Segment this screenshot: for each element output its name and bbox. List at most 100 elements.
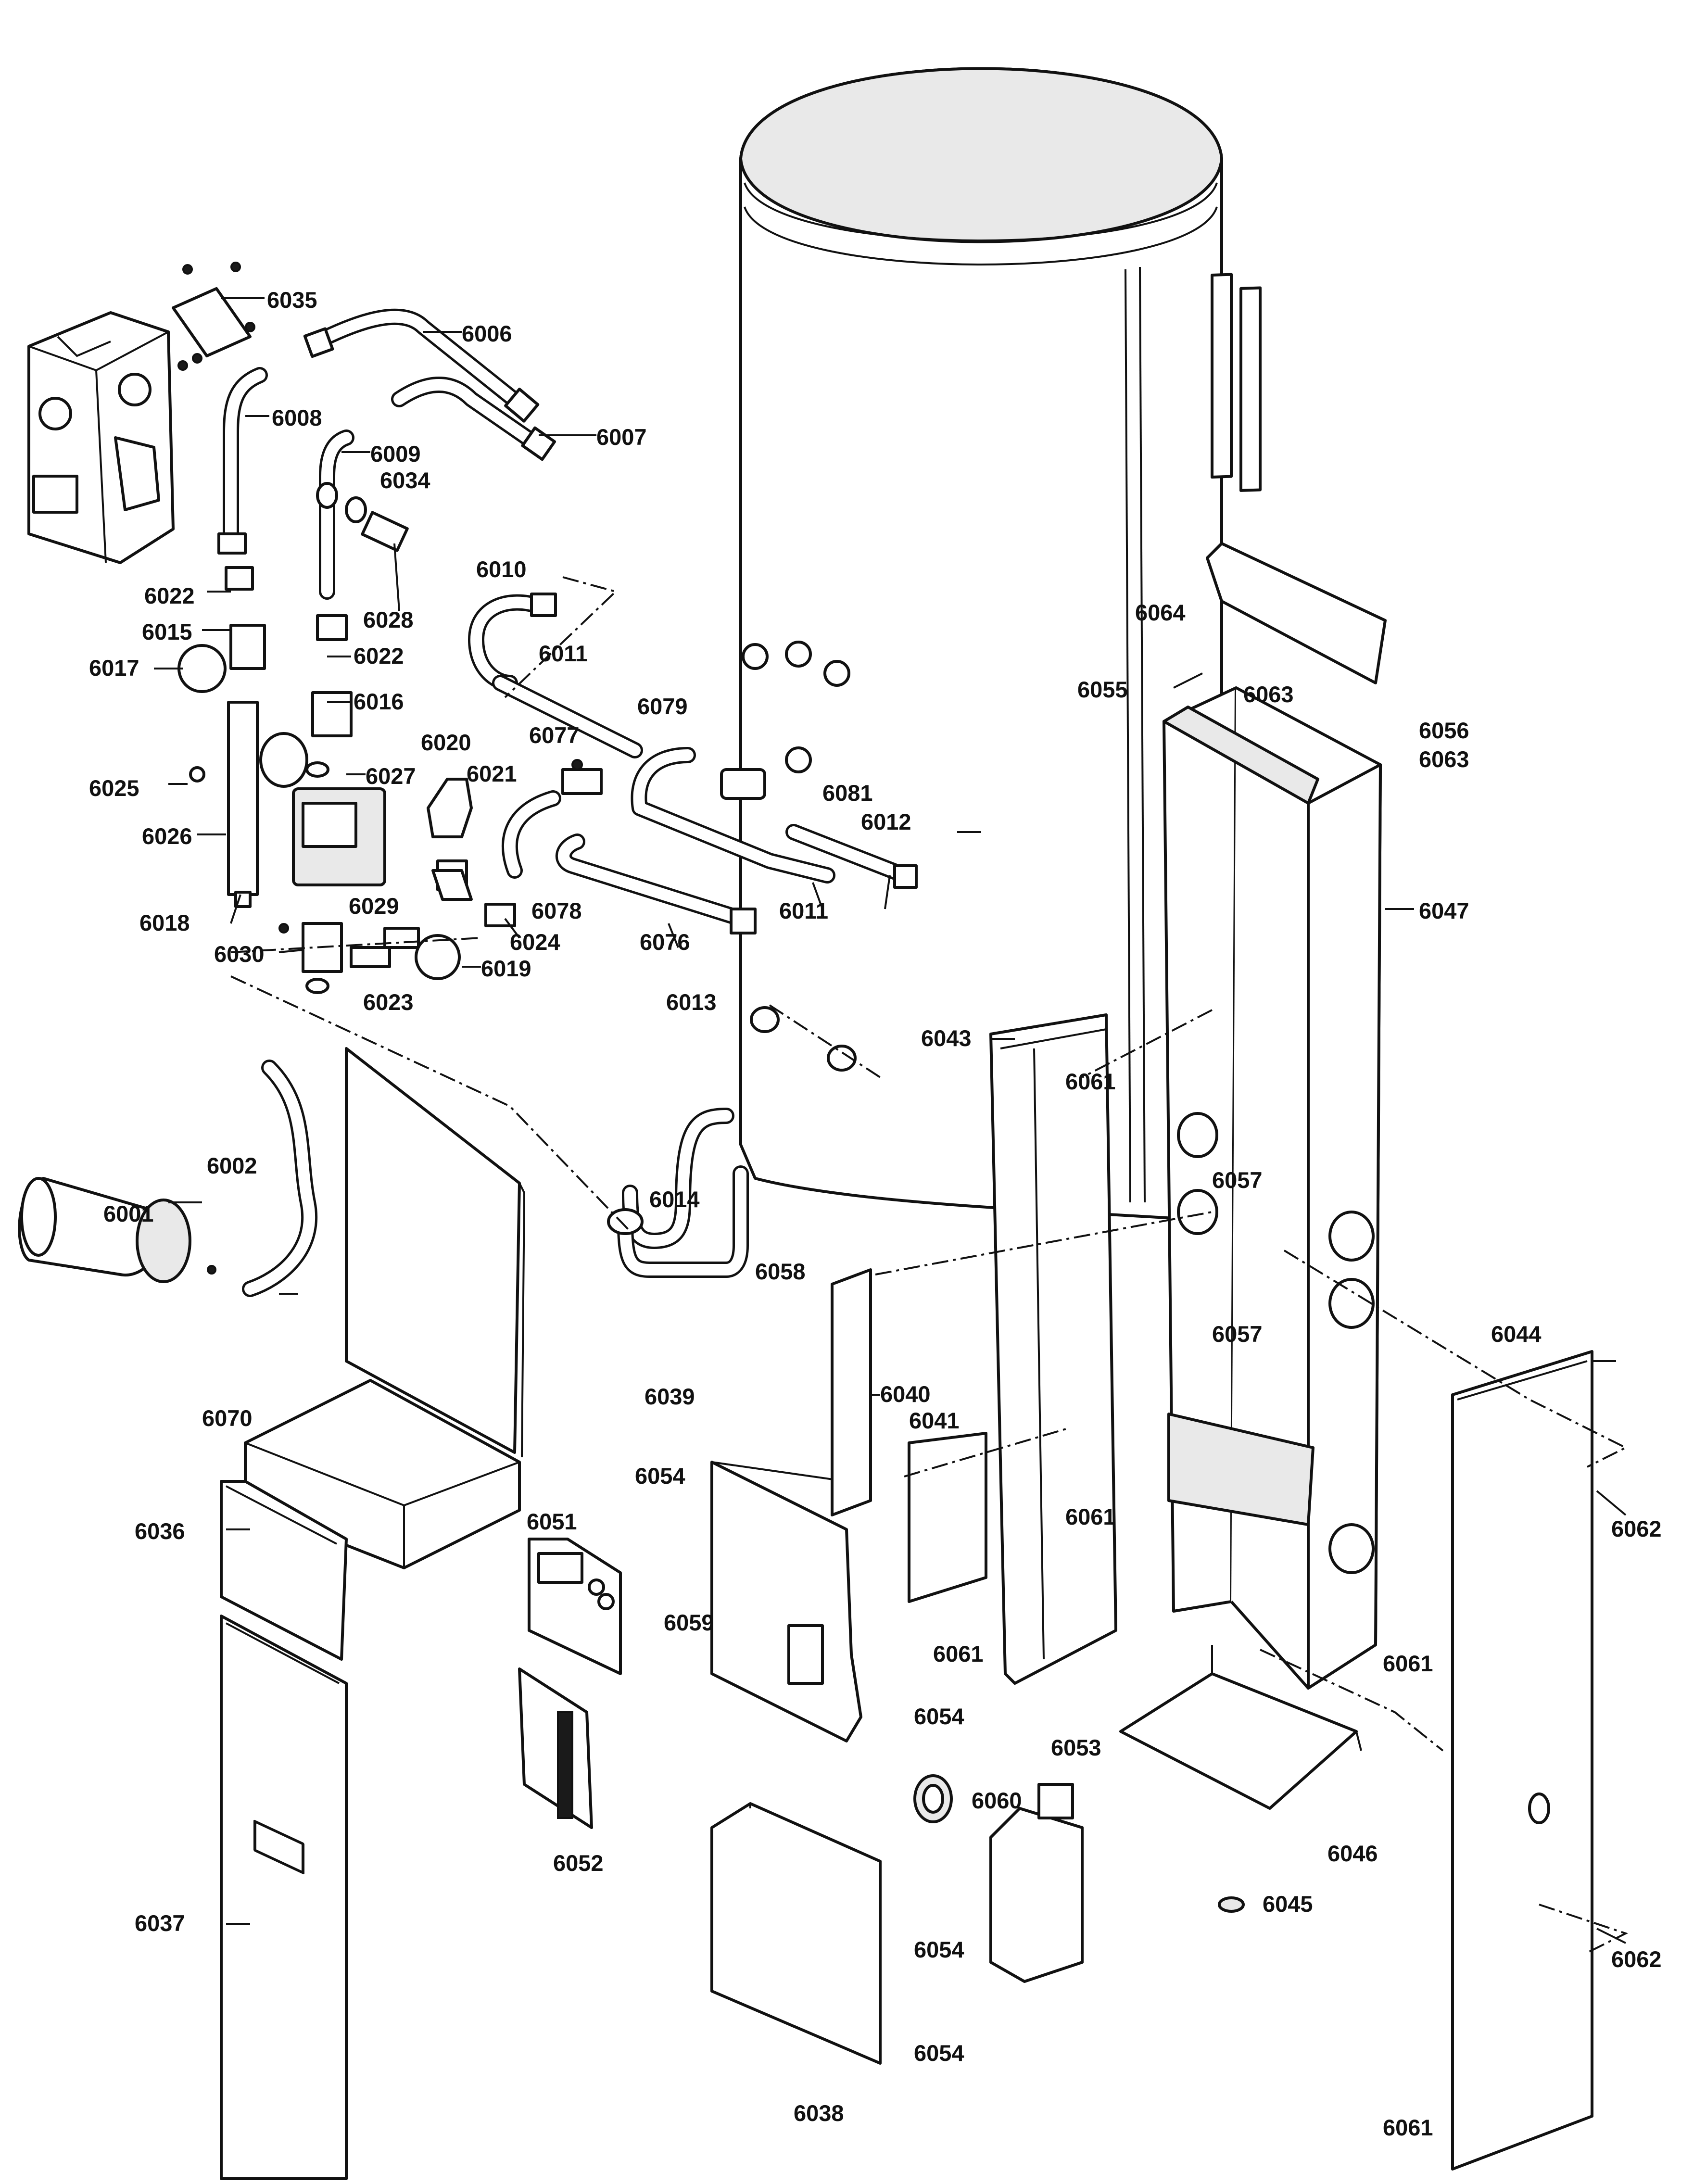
label-6061-c: 6061: [933, 1641, 984, 1666]
label-6022-lower: 6022: [354, 643, 404, 669]
valve-column: [177, 566, 266, 908]
ball-valve-6077: [561, 759, 603, 795]
label-6058: 6058: [755, 1259, 806, 1284]
label-6016: 6016: [354, 689, 404, 714]
label-6037: 6037: [135, 1910, 185, 1936]
pipe-6013: [622, 1006, 780, 1249]
panel-6070-upper: [345, 1047, 526, 1458]
pipe-6006: [303, 308, 540, 423]
label-6013: 6013: [666, 989, 717, 1015]
label-6063-a: 6063: [1243, 682, 1294, 707]
mounting-bracket-6035: [172, 262, 255, 371]
label-6079: 6079: [637, 694, 688, 719]
label-6054-b: 6054: [914, 1704, 964, 1729]
label-6023: 6023: [363, 989, 414, 1015]
top-bracket-6064: [1206, 273, 1387, 684]
label-6030: 6030: [214, 941, 265, 967]
pump-housing-unit: [27, 311, 175, 564]
label-6081: 6081: [822, 780, 873, 806]
label-6061-d: 6061: [1383, 1651, 1433, 1676]
expansion-vessel-6001: [18, 1177, 216, 1283]
control-panel-6051: [528, 1538, 622, 1675]
label-6061-b: 6061: [1065, 1504, 1116, 1529]
label-6076: 6076: [640, 929, 690, 955]
bracket-6040: [831, 1268, 872, 1516]
label-6061-e: 6061: [1383, 2115, 1433, 2140]
front-panel-6036: [220, 1480, 348, 1661]
frame-6047: [1163, 686, 1382, 1690]
label-6019: 6019: [481, 956, 531, 981]
front-panel-6037: [220, 1615, 348, 2180]
label-6027: 6027: [366, 763, 416, 789]
bracket-6041: [908, 1432, 987, 1603]
pipe-6014: [607, 1045, 857, 1278]
label-6012: 6012: [861, 809, 911, 834]
label-6024: 6024: [510, 929, 560, 955]
label-6007: 6007: [596, 424, 647, 450]
label-6056: 6056: [1419, 718, 1469, 743]
sensor-6034: [316, 482, 409, 611]
label-6054-c: 6054: [914, 1937, 964, 1962]
label-6044: 6044: [1491, 1321, 1542, 1347]
side-panel-6044: [1451, 1350, 1593, 2171]
label-6008: 6008: [272, 405, 322, 430]
label-6028: 6028: [363, 607, 414, 632]
label-6011-upper: 6011: [539, 641, 588, 666]
label-6054-a: 6054: [635, 1463, 685, 1489]
label-6036: 6036: [135, 1518, 185, 1544]
valve-6081: [720, 641, 850, 800]
assembly-dash-lines: [230, 576, 1629, 1954]
label-6029: 6029: [349, 893, 399, 919]
label-6053: 6053: [1051, 1735, 1101, 1760]
foot-6045: [1218, 1896, 1245, 1913]
label-6064: 6064: [1135, 600, 1186, 625]
pipe-6007: [391, 377, 556, 461]
storage-tank: [739, 67, 1223, 1223]
pipe-6079: [631, 747, 835, 884]
label-6047: 6047: [1419, 898, 1469, 923]
label-6034: 6034: [380, 467, 430, 493]
label-6035: 6035: [267, 287, 317, 313]
circulation-pump-6029: [259, 614, 391, 994]
label-6011-lower: 6011: [779, 898, 828, 923]
label-6040: 6040: [880, 1381, 931, 1407]
label-6057-b: 6057: [1212, 1321, 1263, 1347]
label-6062-a: 6062: [1611, 1516, 1662, 1541]
leader-lines: [154, 297, 1627, 1944]
fittings-group: [383, 778, 516, 980]
label-6043: 6043: [921, 1025, 972, 1051]
label-6020: 6020: [421, 730, 471, 755]
label-6038: 6038: [794, 2100, 844, 2126]
label-6006: 6006: [462, 321, 512, 346]
part-labels: 6001 6002 6006 6007 6008 6009 6010 6011 …: [89, 287, 1662, 2140]
flex-hose-6002: [242, 1060, 318, 1297]
label-6046: 6046: [1327, 1841, 1378, 1866]
label-6026: 6026: [142, 823, 192, 849]
label-6021: 6021: [467, 761, 517, 786]
fluid-container: [989, 1783, 1084, 1983]
label-6077: 6077: [529, 722, 580, 748]
label-6039: 6039: [645, 1384, 695, 1409]
label-6010: 6010: [476, 556, 527, 582]
label-6063-b: 6063: [1419, 746, 1469, 772]
label-6062-b: 6062: [1611, 1946, 1662, 1972]
label-6017: 6017: [89, 655, 139, 681]
label-6059: 6059: [664, 1610, 714, 1635]
label-6078: 6078: [531, 898, 582, 923]
label-6045: 6045: [1263, 1891, 1313, 1917]
label-6061-a: 6061: [1065, 1069, 1116, 1094]
label-6060: 6060: [972, 1788, 1022, 1813]
pipe-6078-6076: [502, 790, 757, 934]
label-6051: 6051: [527, 1509, 577, 1534]
label-6054-d: 6054: [914, 2040, 964, 2066]
label-6009: 6009: [370, 441, 421, 467]
pipe-6009: [319, 429, 354, 600]
pipe-6008: [217, 367, 268, 555]
label-6057-a: 6057: [1212, 1167, 1263, 1193]
label-6022-upper: 6022: [144, 583, 195, 608]
label-6070: 6070: [202, 1405, 253, 1431]
label-6052: 6052: [553, 1850, 604, 1876]
electrics-housing-6039: [710, 1461, 866, 1742]
label-6055: 6055: [1077, 677, 1128, 702]
